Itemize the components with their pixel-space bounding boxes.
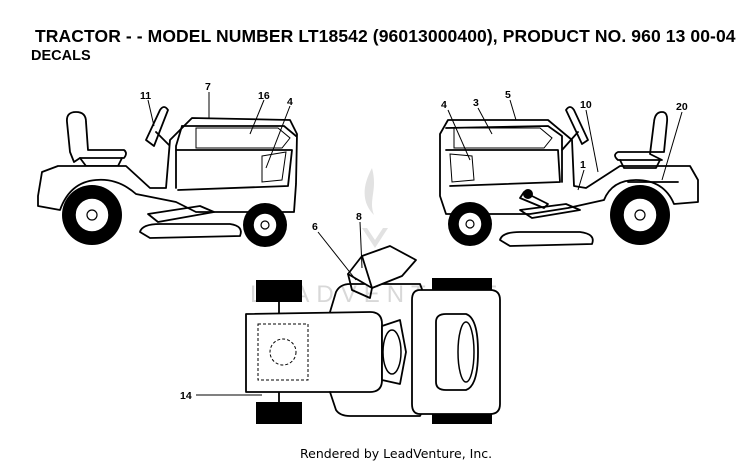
callout-1: 1 [580, 159, 586, 171]
hood-decal-left [195, 127, 291, 149]
callout-16: 16 [258, 90, 270, 102]
callout-10: 10 [580, 99, 592, 111]
foot-pedal-right [519, 203, 581, 219]
seat-base-left [79, 157, 123, 167]
mower-deck-right [499, 231, 594, 247]
side-decal-left [261, 151, 287, 183]
callout-7: 7 [205, 81, 211, 93]
foot-pedal-left [147, 205, 215, 223]
tractor-right-side-view[interactable]: 4 3 5 10 20 1 [439, 89, 699, 247]
footer-credit: Rendered by LeadVenture, Inc. [300, 446, 493, 461]
callout-14: 14 [180, 390, 192, 402]
tractor-left-side-view[interactable]: 11 7 16 4 [37, 81, 298, 247]
callout-3: 3 [473, 97, 479, 109]
hood-decal-right [453, 127, 553, 149]
tractor-top-view[interactable]: 6 8 14 [180, 211, 501, 424]
engine-panel-right [445, 149, 561, 187]
seat-base-right [619, 159, 661, 169]
steering-wheel-left [145, 106, 169, 147]
dash-line-left [175, 125, 183, 189]
seat-right [614, 111, 669, 161]
callout-4-left: 4 [287, 96, 293, 108]
callout-4-right: 4 [441, 99, 447, 111]
callout-6: 6 [312, 221, 318, 233]
top-front-wheel-upper [256, 280, 302, 302]
callout-8: 8 [356, 211, 362, 223]
mower-deck-left [139, 223, 242, 239]
callout-20: 20 [676, 101, 688, 113]
steering-wheel-right [565, 106, 589, 145]
top-hood-decal [257, 323, 309, 381]
callout-11: 11 [140, 90, 151, 102]
engine-panel-left [175, 149, 293, 191]
top-front-wheel-lower [256, 402, 302, 424]
tractor-body-right [439, 119, 699, 215]
hood-line-left [181, 125, 297, 137]
page-subtitle: DECALS [31, 48, 91, 64]
hood-line-right [445, 125, 563, 183]
side-decal-right [449, 153, 475, 183]
callout-5: 5 [505, 89, 511, 101]
page-title: TRACTOR - - MODEL NUMBER LT18542 (960130… [35, 26, 736, 46]
seat-left [66, 111, 127, 163]
